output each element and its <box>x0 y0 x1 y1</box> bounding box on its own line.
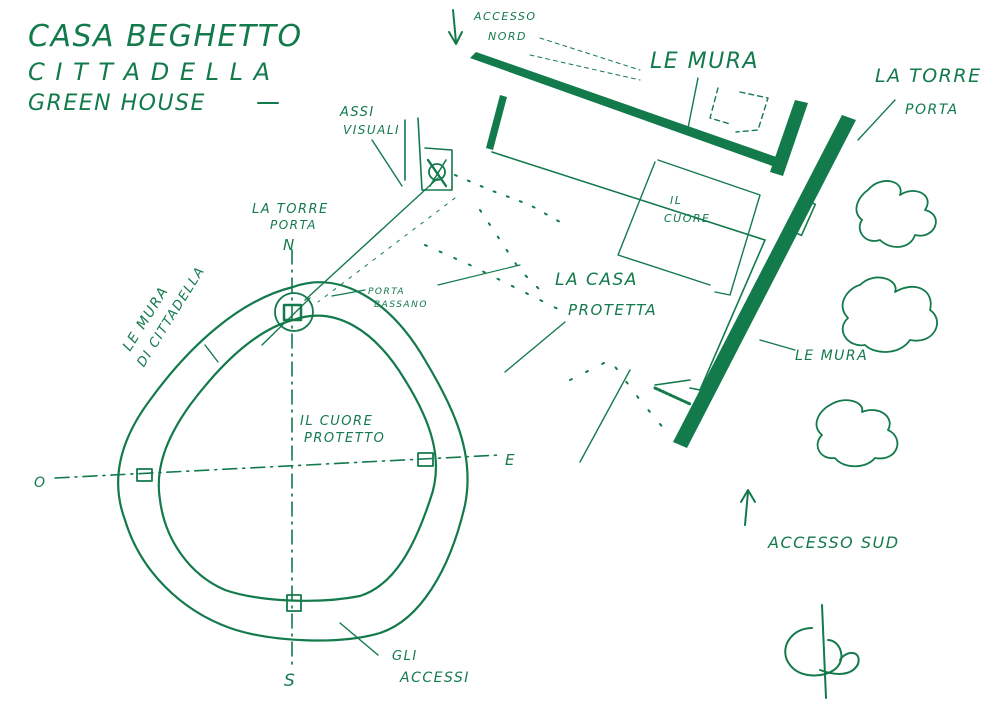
label-east: E <box>505 451 516 469</box>
label-la-casa-1: LA CASA <box>555 270 638 290</box>
label-il-cuore-protetto-1: IL CUORE <box>300 414 373 429</box>
label-porta-bassano-1: PORTA <box>368 287 405 297</box>
plan-labels: LA TORRE PORTA N S E O PORTA BASSANO IL … <box>34 202 516 691</box>
city-plan <box>54 249 501 666</box>
label-la-torre-right-2: PORTA <box>905 102 959 118</box>
dotted-path-4 <box>569 359 666 431</box>
wall-north <box>470 52 785 168</box>
tree-2 <box>841 276 938 353</box>
axis-line-1 <box>304 177 439 301</box>
label-west: O <box>34 475 47 491</box>
tower-gate <box>787 197 817 237</box>
label-assi-2: VISUALI <box>343 123 400 137</box>
title-line-1: CASA BEGHETTO <box>28 19 303 54</box>
west-gate <box>136 468 153 482</box>
label-le-mura-top: LE MURA <box>650 49 759 74</box>
label-assi-1: ASSI <box>339 105 375 120</box>
bassano-leader <box>331 289 366 297</box>
tree-3 <box>815 399 899 468</box>
label-la-casa-2: PROTETTA <box>568 301 657 319</box>
south-arrow-icon <box>740 489 756 526</box>
label-accesso-nord-2: NORD <box>488 30 527 43</box>
nord-dash-2 <box>529 54 641 81</box>
label-il-cuore-1: IL <box>670 194 682 207</box>
le-mura-top-bracket <box>709 87 769 133</box>
site-plan: ACCESSO NORD IL CUORE LE MURA LA TORRE P… <box>448 9 982 468</box>
label-gli-accessi-1: GLI <box>392 649 418 664</box>
label-south: S <box>284 671 296 691</box>
label-north: N <box>283 236 296 254</box>
la-torre-right-leader <box>857 99 896 141</box>
south-access: ACCESSO SUD <box>740 489 900 552</box>
label-la-torre-right-1: LA TORRE <box>875 65 982 87</box>
axis-line-2 <box>317 197 456 303</box>
wall-east <box>673 115 856 448</box>
label-il-cuore-2: CUORE <box>664 212 710 225</box>
label-gli-accessi-2: ACCESSI <box>399 670 470 686</box>
le-mura-right-leader <box>759 339 796 351</box>
label-il-cuore-protetto-2: PROTETTO <box>304 431 385 446</box>
tower-circle <box>274 292 314 332</box>
city-wall-inner <box>157 314 438 602</box>
la-casa-leader-2 <box>579 369 631 463</box>
visual-axes: ASSI VISUALI <box>304 105 666 431</box>
north-arrow-icon <box>448 9 463 45</box>
la-casa-leader <box>504 321 566 373</box>
label-accesso-sud: ACCESSO SUD <box>767 533 900 552</box>
house-top-line <box>491 151 766 241</box>
east-west-axis <box>54 454 501 479</box>
tower-wall-1 <box>770 100 808 176</box>
walls-leader <box>204 344 219 363</box>
tree-1 <box>855 180 937 248</box>
label-le-mura-city-group: LE MURA DI CITTADELLA <box>120 264 209 370</box>
house-bottom-line <box>654 379 691 386</box>
nord-dash-1 <box>539 37 641 71</box>
accessi-leader <box>339 622 379 656</box>
le-mura-top-leader <box>687 77 699 129</box>
south-gate <box>286 594 302 612</box>
dotted-path-3 <box>479 209 541 291</box>
signature-monogram-icon <box>784 604 860 699</box>
dotted-path-2 <box>424 244 561 311</box>
label-la-torre-plan-2: PORTA <box>270 218 317 232</box>
label-la-torre-plan-1: LA TORRE <box>252 202 329 217</box>
viewpoint-frame <box>404 117 453 191</box>
hatched-bar <box>653 386 692 406</box>
title-line-3: GREEN HOUSE <box>28 91 206 116</box>
wall-west-stub <box>486 95 507 150</box>
city-wall-outer <box>117 281 469 642</box>
label-porta-bassano-2: BASSANO <box>374 300 428 310</box>
axis-line-3 <box>437 264 521 286</box>
tower-leader <box>261 297 311 346</box>
il-cuore-box <box>617 159 761 296</box>
label-accesso-nord-1: ACCESSO <box>473 10 537 23</box>
label-le-mura-right: LE MURA <box>795 348 868 364</box>
title-block: CASA BEGHETTO C I T T A D E L L A GREEN … <box>28 19 303 116</box>
assi-leader <box>371 139 403 187</box>
viewpoint-icon <box>426 158 448 188</box>
dotted-path-1 <box>454 174 561 223</box>
title-line-2: C I T T A D E L L A <box>28 58 272 86</box>
